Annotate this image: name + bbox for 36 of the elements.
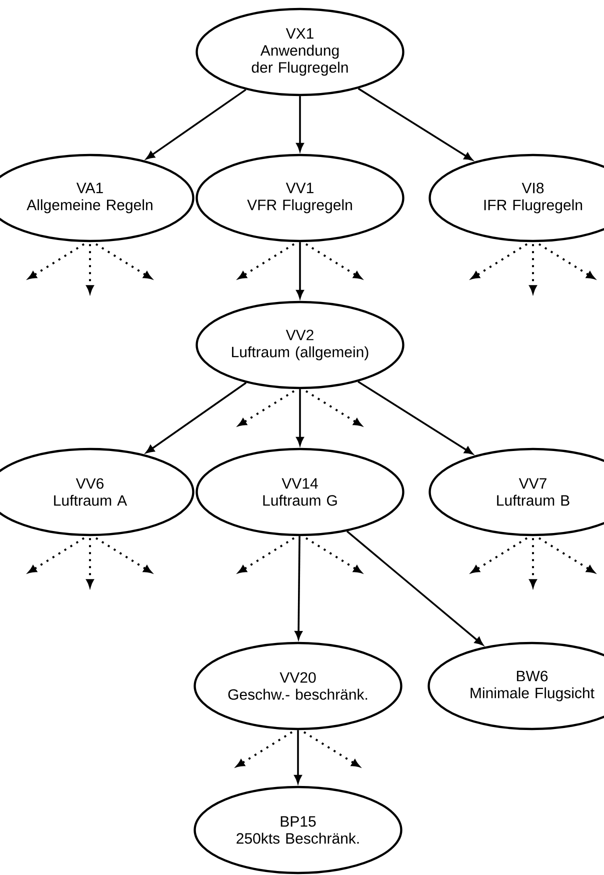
arrow (471, 537, 528, 574)
arrow (238, 537, 295, 574)
arrow (86, 538, 94, 588)
arrow (529, 538, 537, 588)
ellipse-node: VX1 Anwendung der Flugregeln (196, 8, 404, 96)
arrow (296, 242, 304, 298)
arrow (538, 537, 595, 574)
arrow (294, 730, 302, 784)
arrow (86, 244, 94, 294)
arrow (303, 731, 360, 768)
arrow (146, 382, 247, 454)
arrow (146, 88, 246, 160)
arrow (305, 537, 362, 574)
ellipse-node: VV20 Geschw.- beschränk. (194, 642, 402, 730)
arrow (294, 536, 302, 640)
arrow (346, 530, 484, 646)
arrow (471, 243, 528, 280)
arrow (296, 389, 304, 446)
arrow (358, 380, 473, 454)
arrow (95, 537, 152, 574)
arrow (236, 731, 293, 768)
arrow (296, 96, 304, 152)
arrow (238, 390, 295, 426)
arrow (305, 243, 362, 280)
arrow (358, 88, 473, 161)
ellipse-node: VV14 Luftraum G (196, 448, 404, 536)
arrow (538, 243, 595, 280)
arrow (28, 537, 85, 574)
arrow (238, 243, 295, 280)
ellipse-node: VV1 VFR Flugregeln (196, 154, 404, 242)
ellipse-node: BP15 250kts Beschränk. (194, 786, 402, 874)
arrow (28, 243, 85, 280)
ellipse-node: VV2 Luftraum (allgemein) (196, 300, 404, 390)
arrow (95, 243, 152, 280)
arrow (305, 390, 362, 426)
arrow (529, 244, 537, 294)
